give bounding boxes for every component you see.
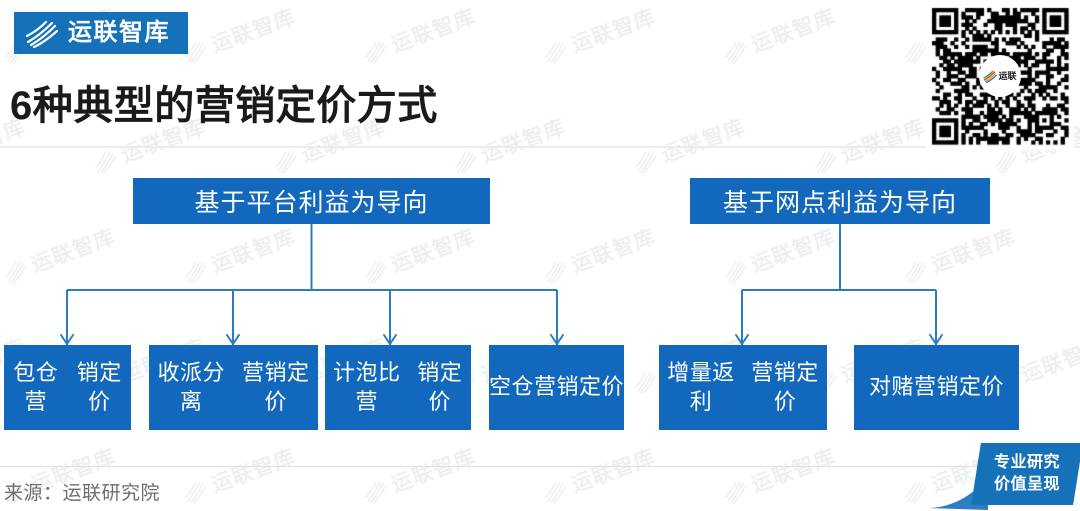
tree-child-node-jipaobi[interactable]: 计泡比营 销定价 [325,345,471,430]
qr-code[interactable]: 运联 [926,2,1074,150]
source-note: 来源：运联研究院 [4,483,161,504]
brand-logo-text: 运联智库 [68,19,170,46]
brand-logo-badge: 运联智库 [14,12,188,54]
tree-child-node-zengliangfanli[interactable]: 增量返利 营销定价 [659,345,827,430]
tree-parent-node-outlet[interactable]: 基于网点利益为导向 [690,178,990,224]
node-line-2: 营销定价 [751,359,819,414]
node-line-2: 销定价 [556,374,625,400]
node-line-1: 增量返利 [667,359,735,414]
node-line-1: 收派分离 [157,359,225,414]
qr-center-logo: 运联 [981,57,1019,95]
tree-parent-node-platform[interactable]: 基于平台利益为导向 [133,178,490,224]
tree-child-node-duidu[interactable]: 对赌营销 定价 [854,345,1019,430]
node-line-2: 定价 [959,374,1005,400]
tree-child-node-shoupaifenli[interactable]: 收派分离 营销定价 [149,345,318,430]
node-line-2: 营销定价 [241,359,310,414]
footer-divider [0,466,1080,467]
badge-line-2: 价值呈现 [993,476,1060,493]
page-title: 6种典型的营销定价方式 [10,84,438,128]
swoosh-icon [25,20,59,48]
swoosh-icon [983,70,998,83]
qr-center-text: 运联 [998,70,1017,81]
tree-child-node-baocang[interactable]: 包仓营 销定价 [4,345,131,430]
node-line-2: 销定价 [76,359,122,414]
tree-child-node-kongcang[interactable]: 空仓营 销定价 [489,345,624,430]
node-line-1: 对赌营销 [868,374,959,400]
node-line-1: 包仓营 [13,359,59,414]
node-line-1: 计泡比营 [332,359,401,414]
node-line-1: 空仓营 [489,374,557,400]
node-line-2: 销定价 [417,359,463,414]
badge-line-1: 专业研究 [993,454,1060,472]
value-proposition-badge: 专业研究 价值呈现 [971,443,1080,505]
header-divider [0,146,1080,148]
